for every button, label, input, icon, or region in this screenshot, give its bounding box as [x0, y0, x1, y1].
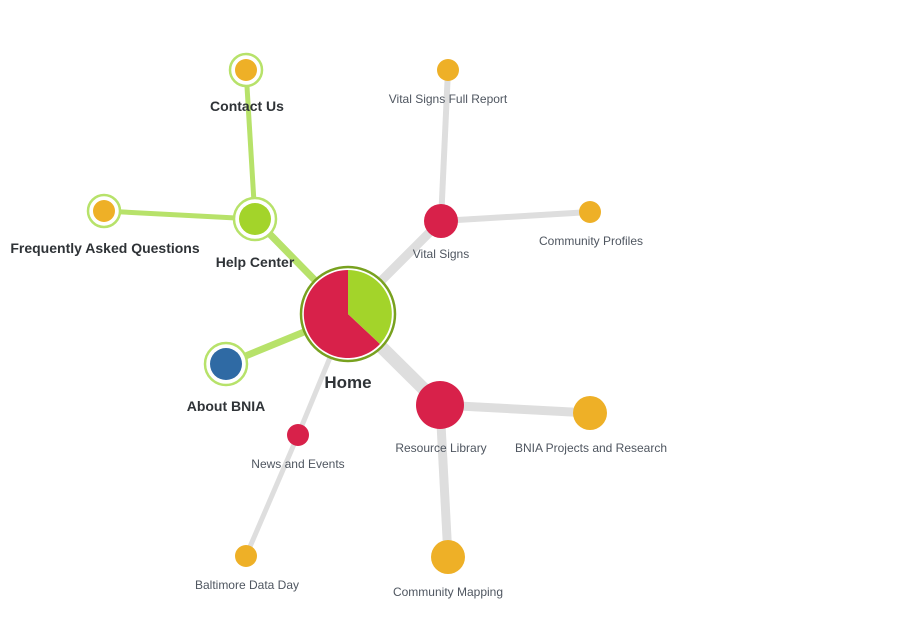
nodes — [86, 52, 607, 574]
news-events-node[interactable] — [287, 424, 309, 446]
about-bnia-node[interactable] — [203, 341, 249, 387]
bnia-projects-research-node[interactable] — [573, 396, 607, 430]
vital-signs-full-report-node[interactable] — [437, 59, 459, 81]
community-profiles-node[interactable] — [579, 201, 601, 223]
contact-us-node[interactable] — [228, 52, 264, 88]
community-mapping-label[interactable]: Community Mapping — [393, 585, 503, 599]
faq-node[interactable] — [86, 193, 122, 229]
vital-signs-label[interactable]: Vital Signs — [413, 247, 469, 261]
about-bnia-label[interactable]: About BNIA — [187, 398, 266, 414]
edge-vital-signs-full-report — [438, 67, 451, 224]
baltimore-data-day-label[interactable]: Baltimore Data Day — [195, 578, 299, 592]
edge-vital-signs-community-profiles — [438, 209, 593, 224]
home-label[interactable]: Home — [324, 373, 371, 392]
edge-news-events-data-day — [243, 432, 301, 559]
edge-resource-library-bnia-projects — [435, 400, 595, 418]
edge-help-center-faq — [101, 208, 258, 222]
edge-resource-library-community-mapping — [435, 400, 453, 562]
labels: Home Help Center Contact Us Frequently A… — [10, 92, 667, 599]
bnia-projects-research-label[interactable]: BNIA Projects and Research — [515, 441, 667, 455]
edge-help-center-contact-us — [243, 67, 258, 222]
resource-library-label[interactable]: Resource Library — [395, 441, 486, 455]
faq-label[interactable]: Frequently Asked Questions — [10, 240, 200, 256]
contact-us-label[interactable]: Contact Us — [210, 98, 284, 114]
news-events-label[interactable]: News and Events — [251, 457, 344, 471]
help-center-node[interactable] — [232, 196, 278, 242]
community-profiles-label[interactable]: Community Profiles — [539, 234, 643, 248]
baltimore-data-day-node[interactable] — [235, 545, 257, 567]
home-pie-slice-red — [303, 269, 380, 358]
vital-signs-node[interactable] — [424, 204, 458, 238]
community-mapping-node[interactable] — [431, 540, 465, 574]
vital-signs-full-report-label[interactable]: Vital Signs Full Report — [389, 92, 508, 106]
help-center-label[interactable]: Help Center — [216, 254, 295, 270]
home-pie-slice-green — [348, 270, 392, 344]
resource-library-node[interactable] — [416, 381, 464, 429]
home-node[interactable] — [299, 265, 397, 363]
